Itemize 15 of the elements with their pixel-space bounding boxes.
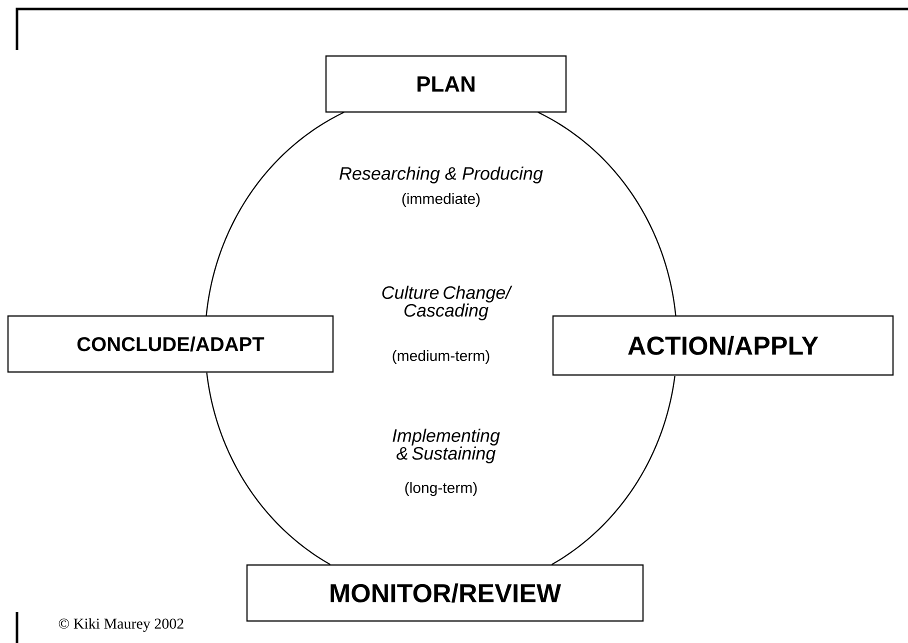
- stage-box: MONITOR/REVIEW: [246, 564, 644, 622]
- stage-note: © Kiki Maurey 2002: [58, 618, 184, 632]
- stage-note: (medium-term): [392, 350, 490, 364]
- stage-note: Implementing & Sustaining: [392, 428, 500, 464]
- stage-box: ACTION/APPLY: [552, 315, 894, 376]
- stage-box: CONCLUDE/ADAPT: [7, 315, 334, 373]
- connector-arc: [206, 112, 344, 316]
- stage-note: Researching & Producing: [340, 166, 543, 184]
- connector-arc: [538, 112, 676, 316]
- stage-box: PLAN: [325, 55, 567, 113]
- stage-note: (immediate): [402, 193, 480, 207]
- connector-arc: [552, 376, 676, 566]
- connector-arc: [206, 372, 330, 566]
- stage-note: Culture Change/ Cascading: [382, 286, 512, 320]
- stage-note: (long-term): [405, 482, 477, 496]
